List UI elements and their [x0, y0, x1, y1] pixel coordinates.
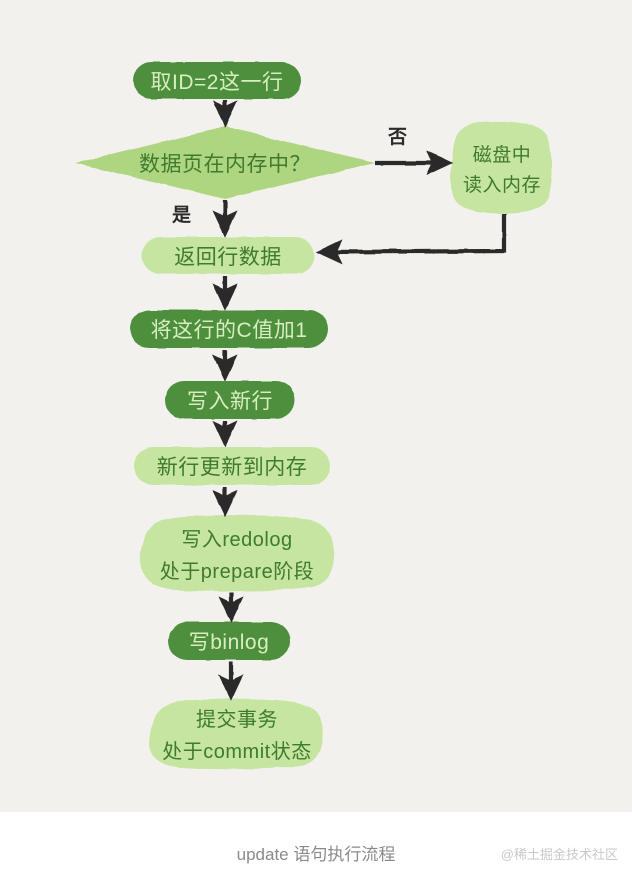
watermark-label: @稀土掘金技术社区 — [500, 847, 618, 862]
node-shape-return-row — [142, 237, 314, 274]
node-shape-write-binlog — [168, 622, 290, 660]
node-shape-increment-c — [130, 310, 328, 348]
node-shape-fetch-row — [133, 62, 301, 99]
node-shape-write-new-row — [165, 381, 295, 419]
node-shape-read-from-disk — [451, 120, 553, 214]
node-shape-update-memory — [134, 447, 330, 485]
edge-disk-to-return — [315, 214, 507, 265]
page-caption: update 语句执行流程 — [236, 845, 396, 864]
diagram-canvas: 取ID=2这一行 数据页在内存中？ 磁盘中 读入内存 返回行数据 将这行的C值加… — [0, 0, 632, 812]
edge-label-yes: 是 — [172, 204, 192, 226]
caption-bar: update 语句执行流程 @稀土掘金技术社区 — [0, 812, 632, 895]
edge-label-no: 否 — [388, 126, 408, 148]
diagram-svg — [75, 62, 553, 770]
node-shape-redolog-prepare — [140, 515, 334, 592]
node-shape-page-in-memory — [75, 127, 375, 199]
node-shape-commit-transaction — [148, 699, 324, 770]
